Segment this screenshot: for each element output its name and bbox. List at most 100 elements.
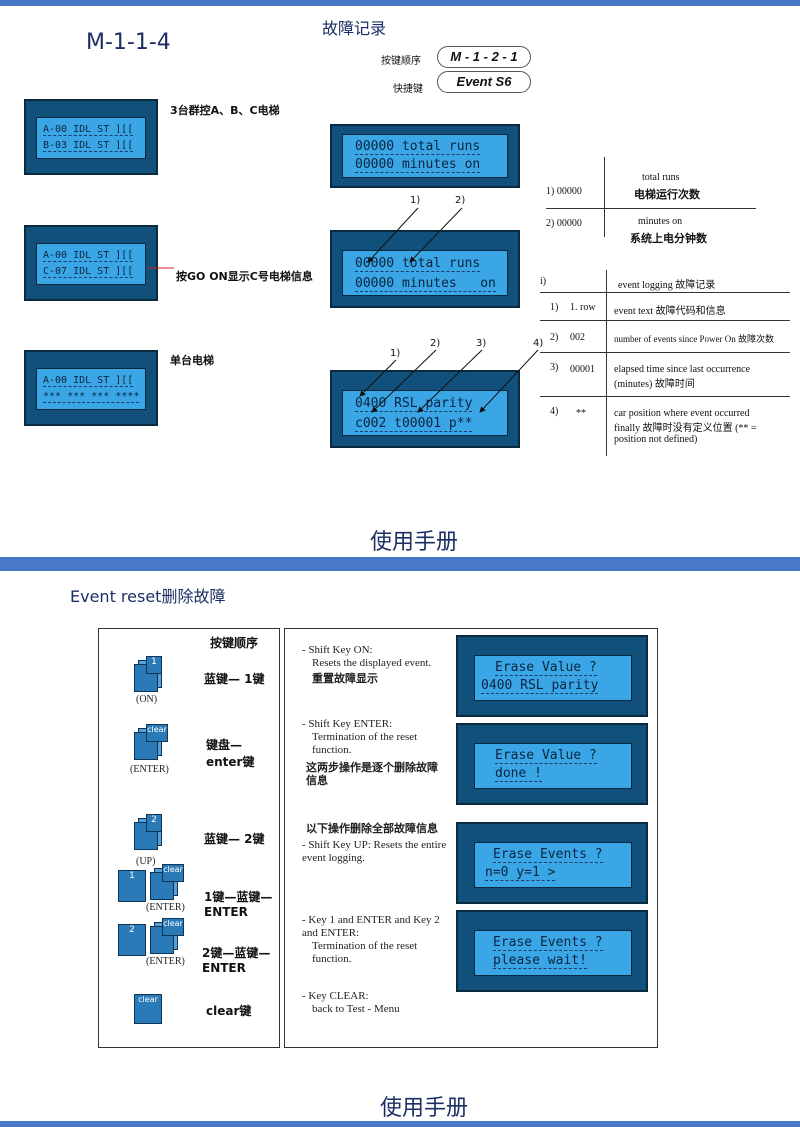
table2-val: 1. row xyxy=(570,302,596,313)
lcd-line-2: n=0 y=1 > xyxy=(485,865,556,881)
table2-val: ** xyxy=(576,408,586,419)
desc-block: - Shift Key ON: Resets the displayed eve… xyxy=(302,644,452,685)
bottom-footer-title: 使用手册 xyxy=(380,1096,469,1121)
desc-head: - Key CLEAR: xyxy=(302,990,369,1002)
key-2-icon: 2 xyxy=(146,814,162,832)
lcd-screen: Erase Value ? 0400 RSL parity xyxy=(474,655,632,701)
desc-head: - Key 1 and ENTER and Key 2 and ENTER: xyxy=(302,914,440,939)
lcd-erase-value: Erase Value ? 0400 RSL parity xyxy=(456,635,648,717)
table-divider xyxy=(540,352,790,353)
lcd-screen: 00000 total runs 00000 minutes on xyxy=(342,250,508,296)
table-divider xyxy=(540,396,790,397)
lcd-screen: Erase Events ? please wait! xyxy=(474,930,632,976)
desc-body: Termination of the reset function. xyxy=(312,940,418,965)
desc-head: - Shift Key ENTER: xyxy=(302,718,393,730)
lcd-line-2: C-07 IDL ST ][[ xyxy=(43,266,134,278)
step-text: 蓝键— 2键 xyxy=(204,832,265,846)
table2-desc: event text 故障代码和信息 xyxy=(614,306,726,317)
lcd-erase-events: Erase Events ? n=0 y=1 > xyxy=(456,822,648,904)
table2-val: 00001 xyxy=(570,364,595,375)
lcd-line-2: 0400 RSL parity xyxy=(481,678,599,694)
lcd-line-1: Erase Value ? xyxy=(495,748,597,764)
desc-cn: 这两步操作是逐个删除故障信息 xyxy=(306,761,438,787)
clear-key-icon: clear xyxy=(162,918,184,936)
key-seq-header: 按键顺序 xyxy=(210,636,259,650)
callout-label: 4) xyxy=(533,338,544,349)
shift-key-icon xyxy=(134,732,158,760)
lcd-total-runs: 00000 total runs 00000 minutes on xyxy=(330,124,520,188)
clear-key-icon: clear xyxy=(162,864,184,882)
step-text: 蓝键— 1键 xyxy=(204,672,265,686)
table-divider xyxy=(606,270,607,456)
table2-header-desc: event logging 故障记录 xyxy=(618,280,716,291)
lcd-line-2: c002 t00001 p** xyxy=(355,416,473,432)
callout-label: 2) xyxy=(430,338,441,349)
desc-body: back to Test - Menu xyxy=(312,1003,400,1015)
callout-label: 3) xyxy=(476,338,487,349)
lcd-erase-wait: Erase Events ? please wait! xyxy=(456,910,648,992)
key-1-icon: 1 xyxy=(118,870,146,902)
lcd-line-1: 0400 RSL parity xyxy=(355,396,473,412)
table2-num: 3) xyxy=(550,362,559,373)
lcd-line-2: 00000 minutes on xyxy=(355,157,481,173)
table1-desc1: total runs xyxy=(642,172,680,183)
lcd-line-1: Erase Value ? xyxy=(495,660,597,676)
lcd-group-abc: A-00 IDL ST ][[ B-03 IDL ST ][[ xyxy=(24,99,158,175)
lcd-line-1: A-00 IDL ST ][[ xyxy=(43,250,134,262)
lcd-line-1: Erase Events ? xyxy=(493,935,603,951)
desc-block: - Shift Key ENTER: Termination of the re… xyxy=(302,718,452,787)
key-label-enter: (ENTER) xyxy=(130,764,169,775)
top-footer-title: 使用手册 xyxy=(370,530,459,555)
lcd-line-2: 00000 minutes on xyxy=(355,276,496,292)
key-2-icon: 2 xyxy=(118,924,146,956)
table2-num: 2) xyxy=(550,332,559,343)
lcd-single: A-00 IDL ST ][[ *** *** *** **** xyxy=(24,350,158,426)
shortcut-label: 快捷键 xyxy=(393,84,423,95)
key-1-icon: 1 xyxy=(146,656,162,674)
table1-num: 2) 00000 xyxy=(546,218,582,229)
bottom-accent-bar xyxy=(0,1121,800,1127)
lcd-note-abc: 3台群控A、B、C电梯 xyxy=(170,104,280,117)
lcd-screen: Erase Events ? n=0 y=1 > xyxy=(474,842,632,888)
lcd-line-1: A-00 IDL ST ][[ xyxy=(43,124,134,136)
table1-num: 1) 00000 xyxy=(546,186,582,197)
page-title-left: M-1-1-4 xyxy=(86,30,171,55)
lcd-line-1: A-00 IDL ST ][[ xyxy=(43,375,134,387)
description-panel xyxy=(284,628,658,1048)
table2-desc: elapsed time since last occurrence (minu… xyxy=(614,364,751,390)
divider-bar xyxy=(0,557,800,571)
page-title-center: 故障记录 xyxy=(322,19,387,38)
lcd-screen: Erase Value ? done ! xyxy=(474,743,632,789)
top-accent-bar xyxy=(0,0,800,6)
desc-head: - Shift Key ON: xyxy=(302,644,373,656)
lcd-line-2: done ! xyxy=(495,766,542,782)
table1-desc2: 系统上电分钟数 xyxy=(630,232,707,245)
lcd-total-runs-annotated: 00000 total runs 00000 minutes on xyxy=(330,230,520,308)
desc-body: Resets the displayed event. xyxy=(312,657,432,669)
lcd-group-c: A-00 IDL ST ][[ C-07 IDL ST ][[ xyxy=(24,225,158,301)
lcd-screen: A-00 IDL ST ][[ *** *** *** **** xyxy=(36,368,146,410)
desc-block: 以下操作删除全部故障信息 - Shift Key UP: Resets the … xyxy=(302,822,452,865)
desc-body: - Shift Key UP: Resets the entire event … xyxy=(302,839,447,864)
step-text: 2键—蓝键— ENTER xyxy=(202,946,271,975)
lcd-event: 0400 RSL parity c002 t00001 p** xyxy=(330,370,520,448)
lcd-screen: A-00 IDL ST ][[ C-07 IDL ST ][[ xyxy=(36,243,146,285)
lcd-screen: 00000 total runs 00000 minutes on xyxy=(342,134,508,178)
key-seq-box: M - 1 - 2 - 1 xyxy=(437,46,531,68)
lcd-screen: 0400 RSL parity c002 t00001 p** xyxy=(342,390,508,436)
step-text: 键盘— enter键 xyxy=(206,738,255,769)
table2-val: 002 xyxy=(570,332,585,343)
step-text: clear键 xyxy=(206,1004,252,1018)
table-divider xyxy=(604,157,605,237)
callout-label: 1) xyxy=(410,195,421,206)
table2-num: 4) xyxy=(550,406,559,417)
callout-label: 1) xyxy=(390,348,401,359)
key-label-on: (ON) xyxy=(136,694,158,705)
shortcut-box: Event S6 xyxy=(437,71,531,93)
table1-desc2: 电梯运行次数 xyxy=(634,188,700,201)
callout-label: 2) xyxy=(455,195,466,206)
lcd-line-2: please wait! xyxy=(493,953,587,969)
lcd-erase-done: Erase Value ? done ! xyxy=(456,723,648,805)
lcd-line-1: Erase Events ? xyxy=(493,847,603,863)
callout-arrows xyxy=(148,207,539,413)
